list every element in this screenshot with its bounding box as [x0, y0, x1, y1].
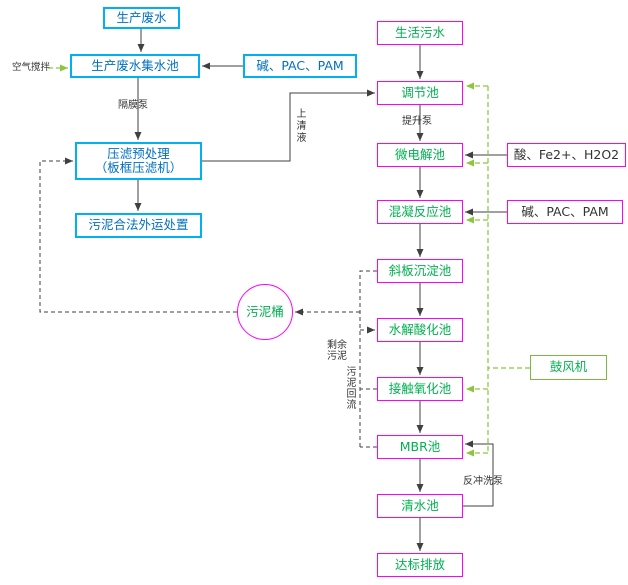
node-acid-dosing: 酸、Fe2+、H2O2	[507, 143, 626, 167]
node-blower: 鼓风机	[530, 355, 607, 380]
label-excess-sludge: 剩余污泥	[327, 340, 347, 362]
edge-sedimentation-sludge	[359, 270, 377, 447]
node-discharge: 达标排放	[377, 553, 463, 577]
node-mbr-tank: MBR池	[377, 435, 463, 459]
node-hydrolysis-tank: 水解酸化池	[377, 318, 463, 342]
label-diaphragm-pump: 隔膜泵	[118, 100, 148, 111]
node-sludge-bucket: 污泥桶	[237, 284, 293, 340]
node-micro-electrolysis-tank: 微电解池	[377, 143, 463, 167]
node-inclined-plate-tank: 斜板沉淀池	[377, 259, 463, 283]
node-chem-dosing-right: 碱、PAC、PAM	[507, 200, 623, 224]
label-backwash-pump: 反冲洗泵	[463, 476, 503, 487]
edge-backwash-to-mbr	[463, 440, 494, 507]
edge-bucket-to-filterpress	[39, 157, 237, 313]
node-chem-dosing-left: 碱、PAC、PAM	[243, 54, 357, 78]
node-coagulation-tank: 混凝反应池	[377, 200, 463, 224]
node-clean-water-tank: 清水池	[377, 494, 463, 518]
filter-press-line2: （板框压滤机）	[94, 160, 183, 175]
label-supernatant: 上清液	[294, 108, 305, 144]
label-air-stir: 空气搅拌	[12, 62, 51, 73]
node-regulation-tank: 调节池	[377, 81, 463, 105]
solid-edges	[134, 29, 507, 551]
edge-supernatant-to-regulation	[202, 89, 375, 162]
node-production-wastewater: 生产废水	[103, 7, 180, 29]
label-sludge-return: 污泥回流	[344, 366, 355, 410]
node-contact-oxidation-tank: 接触氧化池	[377, 377, 463, 401]
sludge-edges	[39, 157, 377, 448]
node-filter-press: 压滤预处理 （板框压滤机）	[75, 142, 202, 180]
node-sludge-disposal: 污泥合法外运处置	[75, 213, 202, 238]
air-edges	[48, 64, 530, 457]
label-lift-pump: 提升泵	[402, 116, 432, 127]
node-domestic-sewage: 生活污水	[377, 21, 463, 45]
filter-press-line1: 压滤预处理	[107, 145, 170, 161]
node-collection-tank: 生产废水集水池	[70, 54, 200, 78]
